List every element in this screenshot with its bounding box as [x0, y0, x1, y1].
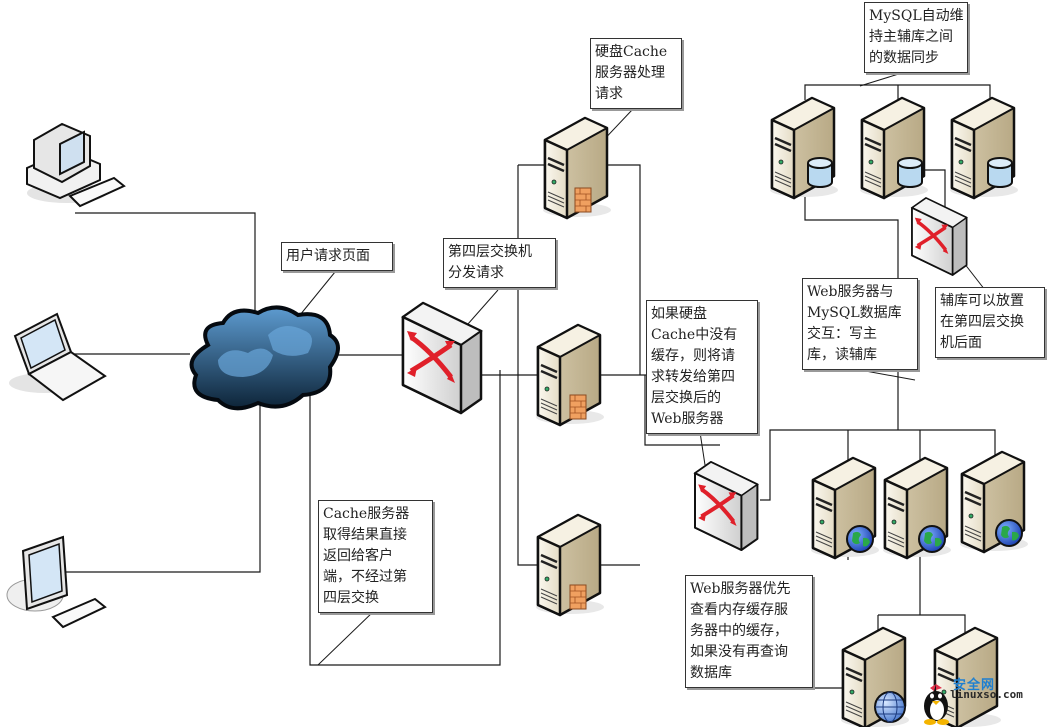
- lcd-computer-icon: [6, 535, 107, 629]
- layer4-switch-db-icon: [910, 196, 969, 277]
- cache-server-1-icon: [541, 116, 613, 220]
- callout-mysql-sync: MySQL自动维 持主辅库之间 的数据同步: [864, 2, 968, 73]
- link-web-switch-bus: [760, 429, 996, 540]
- laptop-icon: [9, 312, 107, 402]
- callout-line: 如果没有再查询: [690, 644, 788, 660]
- link-to-web-switch: [644, 375, 720, 446]
- mysql-server-2-icon: [858, 96, 930, 200]
- callout-line: 求转发给第四: [651, 369, 735, 385]
- desktop-computer-icon: [26, 122, 126, 208]
- callout-line: 端，不经过第: [323, 569, 407, 585]
- callout-layer4-dispatch: 第四层交换机 分发请求: [443, 238, 556, 288]
- callout-line: 分发请求: [448, 265, 504, 281]
- callout-line: MySQL自动维: [869, 8, 964, 24]
- callout-line: 库，读辅库: [807, 347, 877, 363]
- callout-line: 服务器处理: [595, 65, 665, 81]
- callout-line: 返回给客户: [323, 548, 393, 564]
- callout-line: 请求: [595, 86, 623, 102]
- callout-web-mysql: Web服务器与 MySQL数据库 交互：写主 库，读辅库: [802, 278, 918, 370]
- callout-line: 用户请求页面: [286, 248, 370, 264]
- callout-web-memcache: Web服务器优先 查看内存缓存服 务器中的缓存， 如果没有再查询 数据库: [685, 575, 813, 688]
- callout-line: 硬盘Cache: [595, 44, 668, 60]
- callout-line: 四层交换: [323, 590, 379, 606]
- watermark-cn: 安全网: [953, 678, 996, 693]
- callout-slave-behind-switch: 辅库可以放置 在第四层交换 机后面: [935, 287, 1045, 358]
- callout-line: 如果硬盘: [651, 306, 707, 322]
- callout-line: MySQL数据库: [807, 305, 902, 321]
- callout-disk-cache: 硬盘Cache 服务器处理 请求: [590, 38, 682, 109]
- callout-line: 辅库可以放置: [940, 293, 1024, 309]
- callout-line: Cache中没有: [651, 327, 738, 343]
- mysql-server-1-icon: [768, 96, 840, 200]
- mysql-server-3-icon: [948, 96, 1020, 200]
- callout-line: 查看内存缓存服: [690, 602, 788, 618]
- link-desktop-cloud: [75, 212, 256, 355]
- layer4-switch-front-icon: [403, 303, 481, 413]
- callout-line: Web服务器优先: [690, 581, 791, 597]
- callout-line: 第四层交换机: [448, 244, 532, 260]
- web-server-1-icon: [809, 456, 881, 560]
- link-lcd-cloud: [60, 390, 261, 573]
- web-server-3-icon: [958, 450, 1030, 554]
- callout-line: 数据库: [690, 665, 732, 681]
- web-server-2-icon: [881, 456, 953, 560]
- callout-line: 持主辅库之间: [869, 29, 953, 45]
- layer4-switch-web-icon: [695, 462, 757, 550]
- internet-cloud-icon: [189, 305, 340, 411]
- cache-server-3-icon: [534, 513, 606, 617]
- callout-line: 层交换后的: [651, 390, 721, 406]
- callout-line: Web服务器: [651, 411, 724, 427]
- memory-cache-server-1-icon: [839, 626, 911, 727]
- link-return-path: [309, 370, 501, 666]
- callout-line: 机后面: [940, 335, 982, 351]
- callout-forward-to-web: 如果硬盘 Cache中没有 缓存，则将请 求转发给第四 层交换后的 Web服务器: [646, 300, 758, 434]
- callout-cache-return: Cache服务器 取得结果直接 返回给客户 端，不经过第 四层交换: [318, 500, 433, 613]
- callout-line: 取得结果直接: [323, 527, 407, 543]
- callout-line: 交互：写主: [807, 326, 877, 342]
- penguin-mascot-icon: [924, 684, 949, 725]
- callout-user-request: 用户请求页面: [281, 242, 393, 271]
- callout-line: 的数据同步: [869, 50, 939, 66]
- callout-line: 缓存，则将请: [651, 348, 735, 364]
- callout-line: Web服务器与: [807, 284, 894, 300]
- watermark-url: linuxso.com: [950, 688, 1023, 701]
- callout-line: 务器中的缓存，: [690, 623, 788, 639]
- cache-server-2-icon: [534, 323, 606, 427]
- callout-line: 在第四层交换: [940, 314, 1024, 330]
- callout-line: Cache服务器: [323, 506, 410, 522]
